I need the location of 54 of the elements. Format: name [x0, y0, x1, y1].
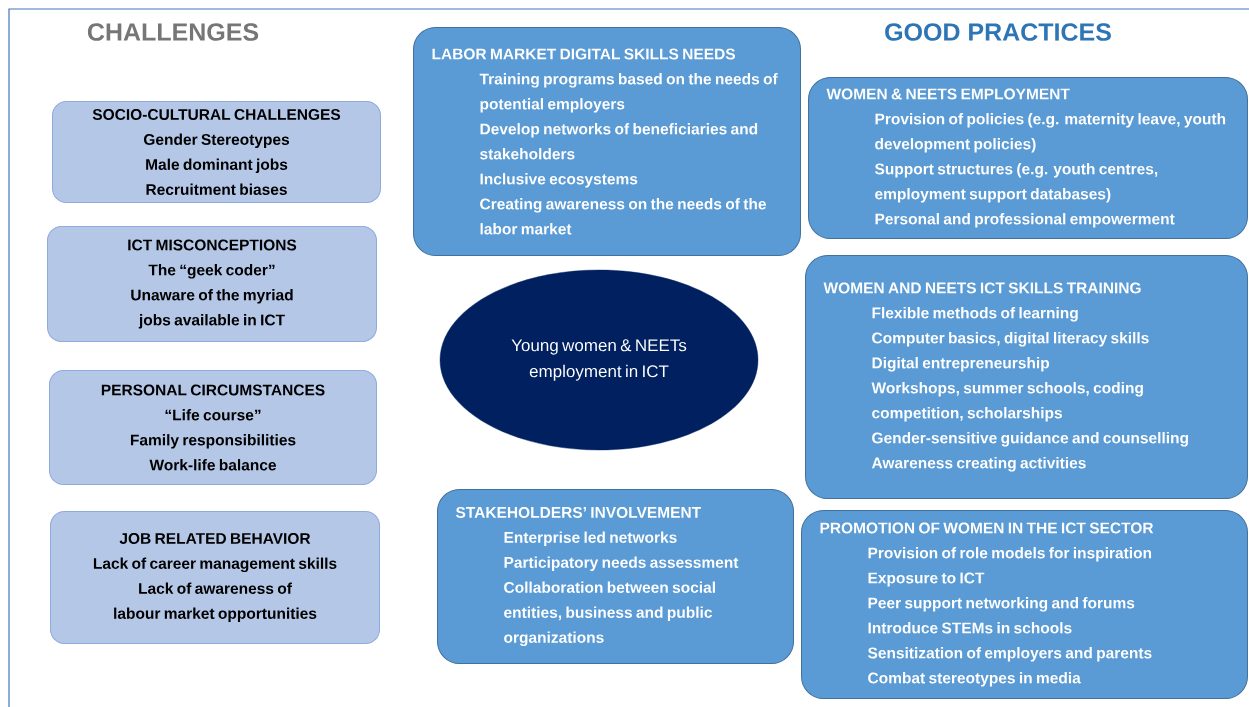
challenge-box	[50, 511, 380, 644]
challenge-box	[49, 370, 377, 485]
box-heading: PERSONAL CIRCUMSTANCES	[101, 384, 325, 396]
list-item: Workshops, summer schools, coding competition, scholarships	[871, 382, 1143, 422]
list-item: Participatory needs assessment	[504, 556, 739, 571]
practice-box	[805, 255, 1248, 499]
box-heading: LABOR MARKET DIGITAL SKILLS NEEDS	[432, 48, 735, 60]
list-item: Work-life balance	[149, 459, 276, 471]
box-heading: ICT MISCONCEPTIONS	[128, 239, 297, 251]
topic-text: Young women & NEETs employment in ICT	[511, 339, 687, 381]
list-item: Gender Stereotypes	[144, 133, 289, 149]
list-item: Digital entrepreneurship	[872, 357, 1050, 372]
list-item: Personal and professional empowerment	[875, 213, 1175, 228]
list-item: Exposure to ICT	[868, 572, 985, 587]
list-item: Peer support networking and forums	[868, 597, 1135, 612]
list-item: Flexible methods of learning	[872, 307, 1078, 322]
list-item: Inclusive ecosystems	[480, 173, 638, 188]
challenge-box	[47, 226, 377, 342]
list-item: Sensitization of employers and parents	[867, 647, 1152, 662]
box-heading: SOCIO-CULTURAL CHALLENGES	[92, 109, 341, 120]
list-item: Training programs based on the needs of potential employers	[479, 73, 778, 113]
box-heading: WOMEN AND NEETS ICT SKILLS TRAINING	[823, 282, 1141, 294]
list-item: Lack of career management skills	[93, 557, 337, 573]
list-item: The “geek coder”	[148, 264, 275, 279]
practice-box	[413, 27, 801, 256]
column-heading: GOOD PRACTICES	[885, 23, 1111, 41]
list-item: Develop networks of beneficiaries and stakeholders	[480, 123, 758, 160]
box-heading: JOB RELATED BEHAVIOR	[119, 533, 311, 544]
practice-box	[437, 489, 794, 664]
list-item: Collaboration between social entities, business and public organizations	[504, 581, 715, 647]
list-item: Provision of policies (e.g. maternity leave, youth development policies)	[875, 113, 1226, 153]
topic-ellipse	[439, 269, 759, 451]
practice-box	[808, 77, 1248, 239]
list-item: Creating awareness on the needs of the labor market	[480, 198, 766, 235]
column-heading: CHALLENGES	[87, 23, 259, 41]
box-heading: PROMOTION OF WOMEN IN THE ICT SECTOR	[820, 522, 1154, 534]
list-item: Recruitment biases	[146, 183, 287, 195]
list-item: Provision of role models for inspiration	[868, 547, 1152, 562]
list-item: Male dominant jobs	[146, 158, 288, 174]
list-item: Computer basics, digital literacy skills	[872, 332, 1149, 347]
list-item: Unaware of the myriad jobs available in ICT	[131, 289, 293, 329]
list-item: Introduce STEMs in schools	[868, 622, 1072, 634]
list-item: Enterprise led networks	[504, 531, 677, 546]
list-item: Lack of awareness of labour market opportunities	[114, 582, 317, 622]
box-heading: WOMEN & NEETS EMPLOYMENT	[826, 88, 1070, 100]
list-item: “Life course”	[165, 409, 261, 421]
list-item: Family responsibilities	[130, 434, 296, 449]
challenge-box	[52, 101, 381, 203]
list-item: Gender-sensitive guidance and counselling	[872, 432, 1188, 447]
list-item: Support structures (e.g. youth centres, employment support databases)	[874, 163, 1158, 203]
practice-box	[801, 510, 1248, 699]
box-heading: STAKEHOLDERS’ INVOLVEMENT	[455, 506, 701, 518]
list-item: Awareness creating activities	[871, 457, 1086, 472]
list-item: Combat stereotypes in media	[868, 672, 1081, 687]
